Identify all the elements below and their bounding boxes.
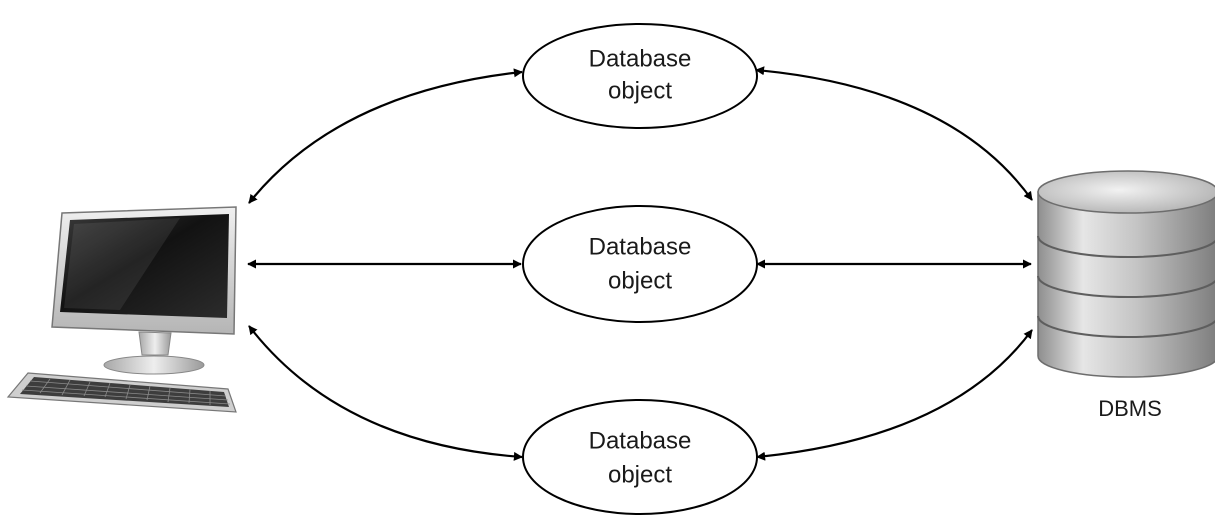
keyboard-icon [6, 372, 237, 413]
database-object-node-middle: Database object [522, 205, 758, 323]
monitor-stand-neck [138, 331, 172, 356]
monitor-stand-base [103, 355, 205, 375]
cylinder-band-1 [1037, 235, 1215, 258]
database-object-node-top: Database object [522, 23, 758, 129]
cylinder-body [1037, 191, 1215, 378]
dbms-label: DBMS [1098, 396, 1162, 421]
arrow-bottom-object-to-dbms [756, 329, 1033, 461]
arrow-top-object-to-dbms [755, 66, 1033, 201]
database-object-node-bottom: Database object [522, 399, 758, 515]
cylinder-top [1037, 170, 1215, 214]
monitor-screen [60, 214, 229, 318]
node-ellipse [522, 23, 758, 129]
cylinder-band-3 [1037, 315, 1215, 338]
node-label-line1: Database [589, 45, 692, 72]
node-label-line2: object [608, 267, 672, 294]
database-cylinder-icon [1037, 170, 1215, 378]
node-label-line1: Database [589, 233, 692, 260]
connectors [247, 66, 1033, 461]
node-label-line2: object [608, 461, 672, 488]
cylinder-band-2 [1037, 275, 1215, 298]
node-label-line1: Database [589, 427, 692, 454]
screen-glare [64, 218, 180, 310]
desktop-computer-icon [6, 206, 237, 413]
node-ellipse [522, 205, 758, 323]
node-label-line2: object [608, 77, 672, 104]
node-ellipse [522, 399, 758, 515]
arrow-client-to-bottom-object [248, 325, 523, 461]
arrow-client-to-top-object [248, 68, 523, 204]
